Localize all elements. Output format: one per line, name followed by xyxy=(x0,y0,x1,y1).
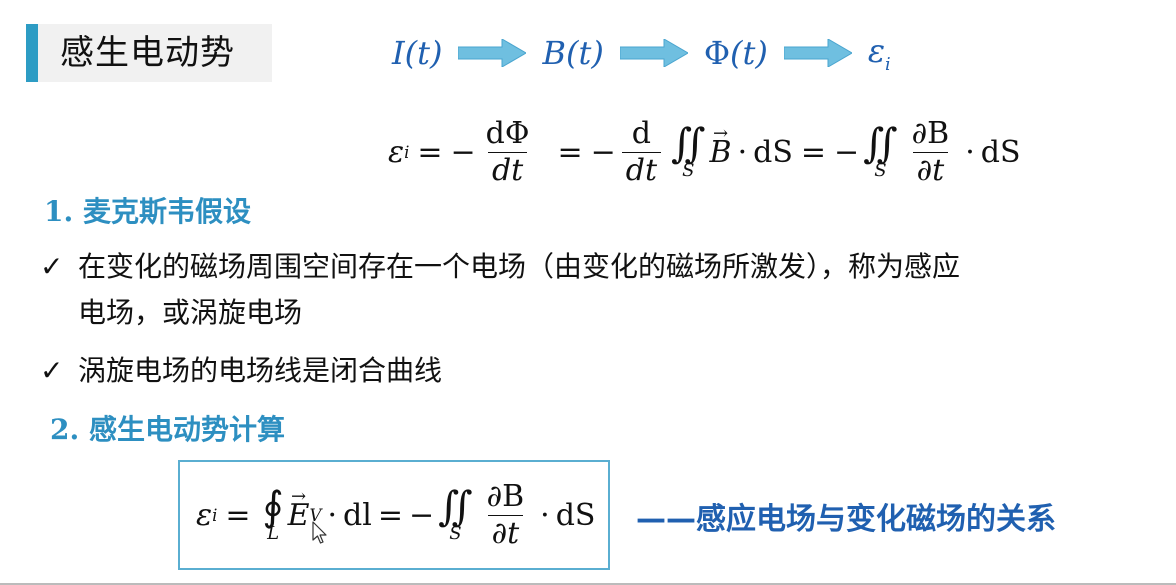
integral-limit: S xyxy=(682,159,695,181)
fraction-partial-b-partial-t: ∂B ∂t xyxy=(908,118,954,186)
fraction-partial-b-partial-t: ∂B ∂t xyxy=(483,481,529,549)
faraday-formula: εi = − dΦ dt = − d dt ∬ S B · dS = − ∬ S… xyxy=(388,102,1021,202)
fraction-d-dt: d dt xyxy=(621,116,662,187)
formula-box xyxy=(178,460,610,570)
chain-item-flux: Φ(t) xyxy=(703,34,768,72)
section-number: 2. xyxy=(50,413,80,446)
section-title: 感生电动势计算 xyxy=(88,413,285,446)
dot-operator: · xyxy=(965,134,975,170)
contour-integral: ∮ L xyxy=(263,486,284,544)
double-integral: ∬ S xyxy=(863,123,898,181)
integral-sign: ∬ xyxy=(863,119,898,168)
dot-operator: · xyxy=(737,134,748,170)
equals-sign: = xyxy=(417,134,443,170)
vector-e-subscript: V xyxy=(309,505,322,525)
integral-sign: ∬ xyxy=(438,482,473,531)
equals-sign: = xyxy=(377,497,403,533)
fraction-denominator: dt xyxy=(621,151,662,187)
bullet-item: ✓ 涡旋电场的电场线是闭合曲线 xyxy=(40,348,1170,394)
title-accent-bar xyxy=(26,24,38,82)
relation-caption: ——感应电场与变化磁场的关系 xyxy=(636,502,1056,537)
mouse-cursor-icon xyxy=(312,521,327,544)
check-icon: ✓ xyxy=(40,250,64,283)
fraction-dphi-dt: dΦ dt xyxy=(482,118,534,186)
dot-operator: · xyxy=(540,497,550,533)
bullet-item: ✓ 在变化的磁场周围空间存在一个电场（由变化的磁场所激发），称为感应 电场，或涡旋… xyxy=(40,244,1170,336)
area-element: dS xyxy=(980,134,1021,170)
area-element: dS xyxy=(555,497,596,533)
fraction-numerator: ∂B xyxy=(911,116,950,151)
emf-subscript: i xyxy=(212,505,218,525)
chain-item-emf: εi xyxy=(867,31,891,75)
right-arrow-icon xyxy=(783,39,852,67)
equals-sign: = xyxy=(557,134,583,170)
fraction-numerator: dΦ xyxy=(485,116,530,151)
dot-operator: · xyxy=(327,497,338,533)
fraction-numerator: ∂B xyxy=(486,479,525,514)
bullet-text: 涡旋电场的电场线是闭合曲线 xyxy=(78,354,443,387)
fraction-numerator: d xyxy=(631,116,651,151)
minus-sign: − xyxy=(408,497,435,533)
double-integral: ∬ S xyxy=(438,486,473,544)
bullet-line: ✓ 在变化的磁场周围空间存在一个电场（由变化的磁场所激发），称为感应 xyxy=(40,244,1170,290)
double-integral: ∬ S xyxy=(671,123,706,181)
section-title: 麦克斯韦假设 xyxy=(82,195,251,228)
emf-symbol: ε xyxy=(388,134,405,170)
section-number: 1. xyxy=(44,195,74,228)
integral-limit: L xyxy=(267,522,280,544)
equals-sign: = xyxy=(800,134,827,170)
fraction-denominator: ∂t xyxy=(912,151,949,187)
section-heading-2: 2. 感生电动势计算 xyxy=(50,408,285,448)
section-heading-1: 1. 麦克斯韦假设 xyxy=(44,190,251,230)
chain-item-current: I(t) xyxy=(392,34,443,72)
right-arrow-icon xyxy=(458,39,527,67)
equals-sign: = xyxy=(225,497,251,533)
bottom-divider xyxy=(0,583,1176,585)
emf-subscript: i xyxy=(404,142,410,162)
check-icon: ✓ xyxy=(40,354,64,387)
slide-title: 感生电动势 xyxy=(60,33,235,73)
minus-sign: − xyxy=(834,134,860,170)
integral-sign: ∬ xyxy=(671,119,706,168)
emf-symbol: ε xyxy=(196,497,213,533)
integral-limit: S xyxy=(449,522,462,544)
title-block: 感生电动势 xyxy=(26,24,272,82)
vector-e: E xyxy=(288,498,310,533)
integral-limit: S xyxy=(874,159,887,181)
right-arrow-icon xyxy=(619,39,688,67)
fraction-denominator: dt xyxy=(487,151,528,187)
fraction-denominator: ∂t xyxy=(487,514,524,550)
vector-b: B xyxy=(710,135,732,170)
chain-item-field: B(t) xyxy=(542,34,604,72)
bullet-text: 在变化的磁场周围空间存在一个电场（由变化的磁场所激发），称为感应 xyxy=(78,250,961,283)
line-element: dl xyxy=(343,497,372,533)
causal-chain: I(t) B(t) Φ(t) εi xyxy=(388,28,895,78)
area-element: dS xyxy=(753,134,793,170)
induced-emf-formula: εi = ∮ L EV · dl = − ∬ S ∂B ∂t · dS xyxy=(196,470,595,560)
minus-sign: − xyxy=(590,134,616,170)
bullet-text-continued: 电场，或涡旋电场 xyxy=(78,296,303,329)
integral-sign: ∮ xyxy=(262,482,284,531)
minus-sign: − xyxy=(450,134,476,170)
